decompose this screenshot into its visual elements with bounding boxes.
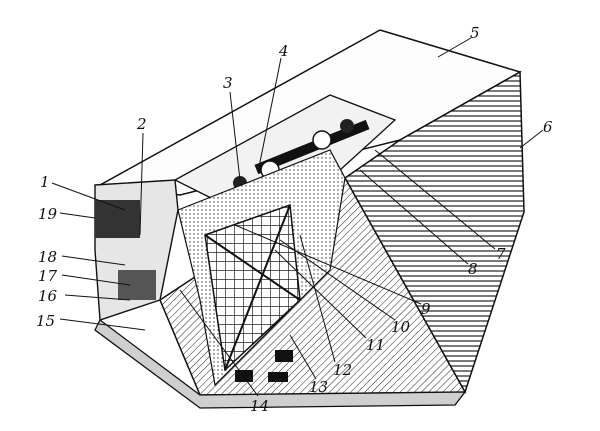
callout-label: 7	[496, 245, 506, 263]
terminal-post	[340, 119, 354, 133]
bottom-support	[235, 370, 253, 382]
callout-label: 15	[36, 312, 55, 330]
left-clamp	[95, 200, 140, 238]
callout-label: 2	[136, 115, 147, 133]
callout-label: 16	[38, 287, 58, 305]
connector-strip	[254, 119, 370, 175]
callout-label: 12	[333, 361, 352, 379]
left-clip	[118, 270, 156, 300]
callout-label: 11	[366, 336, 385, 354]
separator-diagonal	[224, 204, 291, 371]
right-end-face	[344, 70, 525, 394]
callout-label: 4	[278, 42, 289, 60]
bottom-support	[268, 372, 288, 382]
callout-label: 8	[468, 260, 478, 278]
separator-diagonal	[204, 234, 301, 301]
callout-label: 9	[421, 300, 431, 318]
callout-label: 17	[38, 267, 58, 285]
callout-label: 14	[250, 397, 269, 415]
callout-label: 13	[309, 378, 328, 396]
callout-label: 19	[38, 205, 58, 223]
bottom-support	[275, 350, 293, 362]
callout-label: 5	[470, 24, 480, 42]
base	[94, 319, 467, 409]
callout-label: 18	[38, 248, 57, 266]
leader-lines	[51, 37, 544, 397]
callout-label: 1	[40, 173, 50, 191]
vent-cap	[312, 130, 332, 150]
callout-label: 10	[391, 318, 411, 336]
callout-label: 6	[543, 118, 553, 136]
callout-label: 3	[223, 74, 233, 92]
